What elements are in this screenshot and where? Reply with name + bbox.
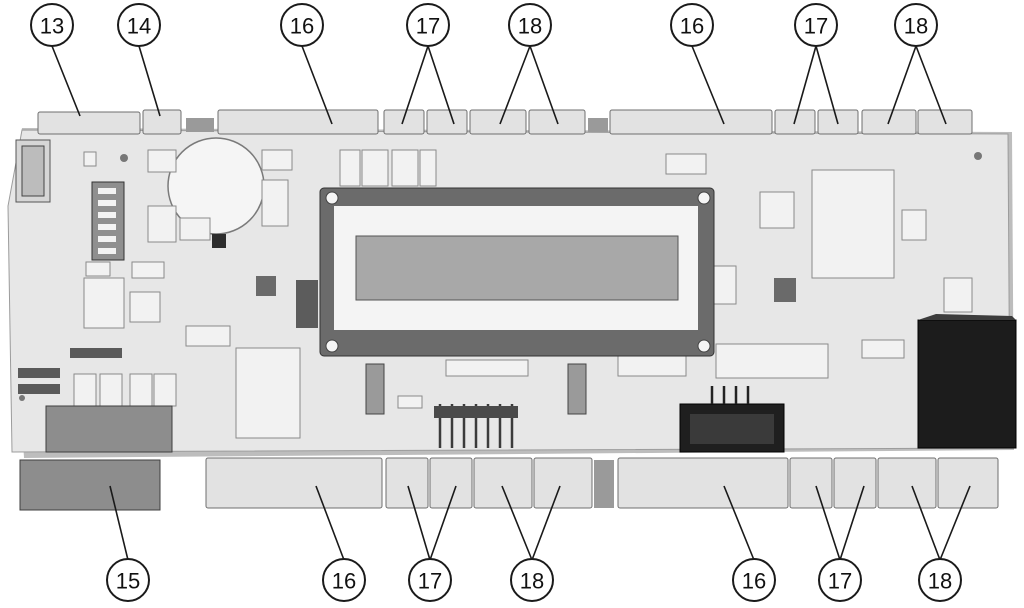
top-callout-3: 17: [406, 3, 450, 47]
callout-label: 17: [416, 14, 440, 39]
callout-circle: [117, 3, 161, 47]
bottom-callout-1: 16: [322, 558, 366, 602]
callout-label: 16: [680, 14, 704, 39]
top-callout-4: 18: [508, 3, 552, 47]
leader-lines: [51, 45, 971, 561]
callout-circle: [408, 558, 452, 602]
callout-label: 18: [520, 569, 544, 594]
callout-label: 18: [928, 569, 952, 594]
callout-circle: [106, 558, 150, 602]
callout-label: 16: [742, 569, 766, 594]
callout-label: 16: [290, 14, 314, 39]
top-callout-2: 16: [280, 3, 324, 47]
top-terminal-row: [37, 109, 973, 135]
callout-label: 18: [904, 14, 928, 39]
callout-circle: [894, 3, 938, 47]
callout-circle: [510, 558, 554, 602]
bottom-callout-5: 17: [818, 558, 862, 602]
callout-label: 17: [418, 569, 442, 594]
callouts: 13 14 16 17 18 16 17 18 15 16 17 18 16 17 18: [30, 3, 962, 602]
lcd-display: [319, 187, 715, 357]
callout-circle: [406, 3, 450, 47]
bottom-terminal-row: [19, 457, 999, 511]
top-callout-5: 16: [670, 3, 714, 47]
bottom-callout-3: 18: [510, 558, 554, 602]
top-callout-1: 14: [117, 3, 161, 47]
callout-label: 15: [116, 569, 140, 594]
bottom-callout-4: 16: [732, 558, 776, 602]
bottom-callout-6: 18: [918, 558, 962, 602]
callout-label: 18: [518, 14, 542, 39]
callout-circle: [818, 558, 862, 602]
callout-circle: [918, 558, 962, 602]
callout-label: 16: [332, 569, 356, 594]
callout-label: 17: [804, 14, 828, 39]
bottom-callout-0: 15: [106, 558, 150, 602]
top-callout-7: 18: [894, 3, 938, 47]
callout-circle: [794, 3, 838, 47]
board-components: [15, 137, 1017, 453]
callout-circle: [30, 3, 74, 47]
callout-circle: [322, 558, 366, 602]
top-callout-6: 17: [794, 3, 838, 47]
callout-label: 17: [828, 569, 852, 594]
top-callout-0: 13: [30, 3, 74, 47]
callout-circle: [508, 3, 552, 47]
callout-circle: [280, 3, 324, 47]
callout-circle: [732, 558, 776, 602]
callout-circle: [670, 3, 714, 47]
callout-label: 14: [127, 14, 151, 39]
bottom-callout-2: 17: [408, 558, 452, 602]
callout-label: 13: [40, 14, 64, 39]
